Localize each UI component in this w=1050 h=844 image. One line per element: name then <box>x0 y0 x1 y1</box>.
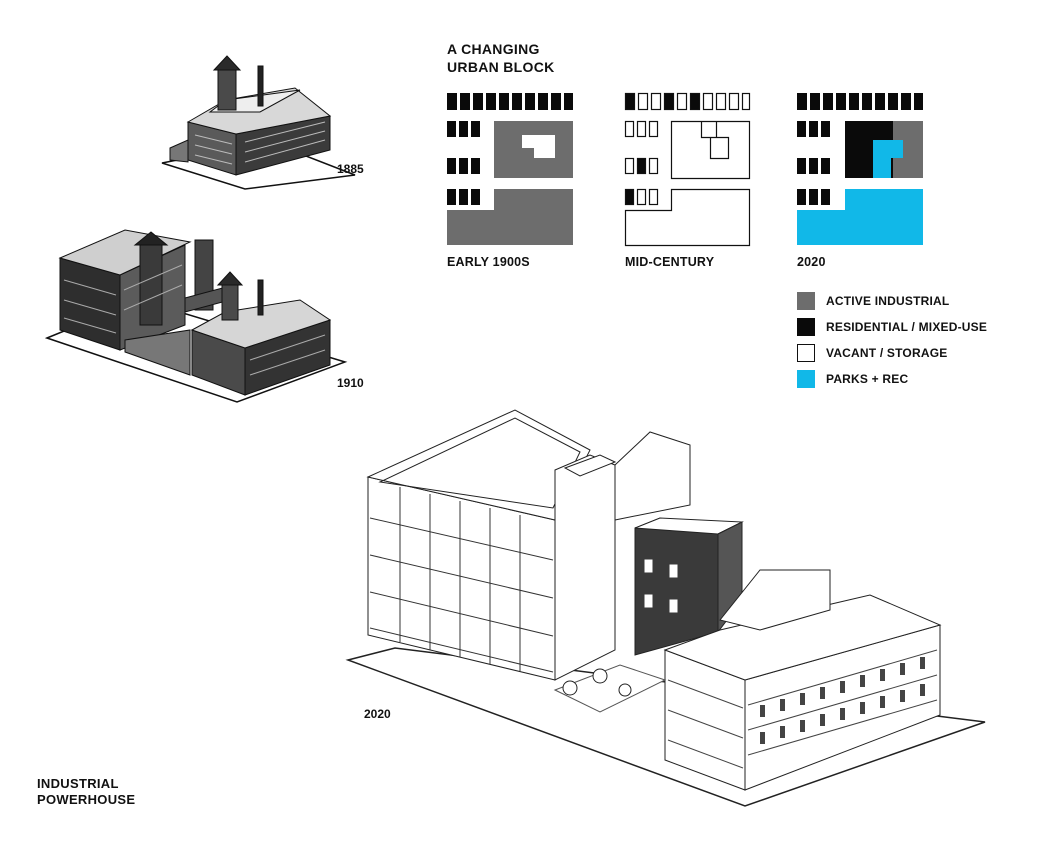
year-label-1910: 1910 <box>337 376 364 390</box>
caption-line-1: INDUSTRIAL <box>37 776 119 791</box>
vacant-block-lower <box>624 188 751 247</box>
title-line-1: A CHANGING <box>447 41 540 57</box>
side-lots-residential <box>447 121 480 205</box>
top-row-residential <box>447 93 573 110</box>
factory-1885-drawing <box>161 55 356 190</box>
block-2020-drawing <box>345 409 986 807</box>
legend-item-residential: RESIDENTIAL / MIXED-USE <box>797 314 987 340</box>
legend-item-vacant: VACANT / STORAGE <box>797 340 987 366</box>
top-row-residential-2020 <box>797 93 923 110</box>
vacant-block-upper <box>670 120 751 180</box>
park-courtyard-2020 <box>873 140 903 178</box>
side-lots-mixed <box>624 120 659 206</box>
diagram-title: A CHANGING URBAN BLOCK <box>447 40 555 76</box>
swatch-active-industrial <box>797 292 815 310</box>
park-block-2020 <box>797 189 923 245</box>
block-plan-2020 <box>797 93 923 245</box>
block-plan-early-1900s <box>447 93 573 245</box>
top-row-mixed <box>624 92 751 111</box>
panel-label-2020: 2020 <box>797 255 826 269</box>
title-line-2: URBAN BLOCK <box>447 59 555 75</box>
industrial-block-upper <box>494 121 573 178</box>
panel-label-early-1900s: EARLY 1900S <box>447 255 530 269</box>
year-label-2020: 2020 <box>364 707 391 721</box>
year-label-1885: 1885 <box>337 162 364 176</box>
legend-label: RESIDENTIAL / MIXED-USE <box>826 320 988 334</box>
swatch-parks <box>797 370 815 388</box>
caption: INDUSTRIAL POWERHOUSE <box>37 776 135 808</box>
block-plan-mid-century <box>624 92 751 247</box>
swatch-vacant <box>797 344 815 362</box>
legend-item-parks: PARKS + REC <box>797 366 987 392</box>
swatch-residential <box>797 318 815 336</box>
dark-residential-tower <box>634 517 719 656</box>
legend: ACTIVE INDUSTRIAL RESIDENTIAL / MIXED-US… <box>797 288 987 392</box>
legend-label: ACTIVE INDUSTRIAL <box>826 294 950 308</box>
caption-line-2: POWERHOUSE <box>37 792 136 807</box>
side-lots-residential-2020 <box>797 121 830 205</box>
legend-label: VACANT / STORAGE <box>826 346 948 360</box>
legend-item-active-industrial: ACTIVE INDUSTRIAL <box>797 288 987 314</box>
factory-1910-drawing <box>44 229 348 403</box>
industrial-block-lower <box>447 189 573 245</box>
legend-label: PARKS + REC <box>826 372 909 386</box>
panel-label-mid-century: MID-CENTURY <box>625 255 715 269</box>
